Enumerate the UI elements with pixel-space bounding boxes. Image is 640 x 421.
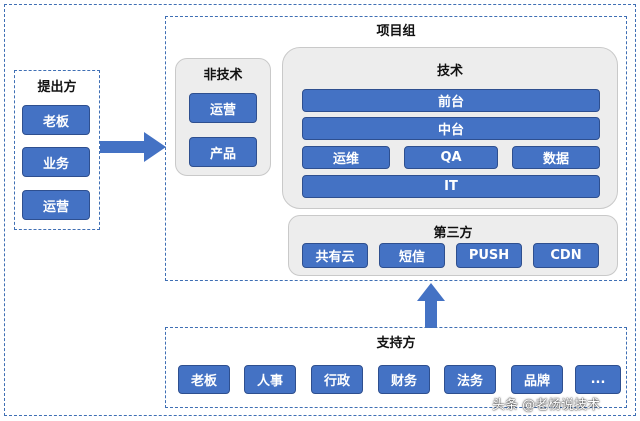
non-tech-item-operations: 运营 [189,93,257,123]
non-tech-title: 非技术 [203,68,243,83]
project-group-title: 项目组 [376,24,416,39]
tech-it: IT [302,175,600,198]
arrow-right-icon [100,132,166,162]
tech-data: 数据 [512,146,600,169]
proposer-title: 提出方 [37,80,77,95]
arrow-up-icon [417,283,445,328]
support-item-more: ... [575,365,621,394]
tech-title: 技术 [436,64,463,79]
support-title: 支持方 [376,336,416,351]
support-item-admin: 行政 [311,365,363,394]
support-item-hr: 人事 [244,365,296,394]
tech-ops: 运维 [302,146,390,169]
support-item-brand: 品牌 [511,365,563,394]
non-tech-item-product: 产品 [189,137,257,167]
support-item-legal: 法务 [444,365,496,394]
third-party-cdn: CDN [533,243,599,268]
third-party-push: PUSH [456,243,522,268]
proposer-item-boss: 老板 [22,105,90,135]
watermark: 头条 @老杨说技术 [492,398,601,413]
tech-middle-platform: 中台 [302,117,600,140]
tech-qa: QA [404,146,498,169]
outer-frame [4,4,636,416]
tech-frontend: 前台 [302,89,600,112]
support-group [165,327,627,408]
third-party-sms: 短信 [379,243,445,268]
proposer-item-business: 业务 [22,147,90,177]
project-group [165,16,627,281]
proposer-item-operations: 运营 [22,190,90,220]
proposer-group [14,70,100,230]
third-party-title: 第三方 [433,226,473,241]
support-item-boss: 老板 [178,365,230,394]
support-item-finance: 财务 [378,365,430,394]
third-party-cloud: 共有云 [302,243,368,268]
